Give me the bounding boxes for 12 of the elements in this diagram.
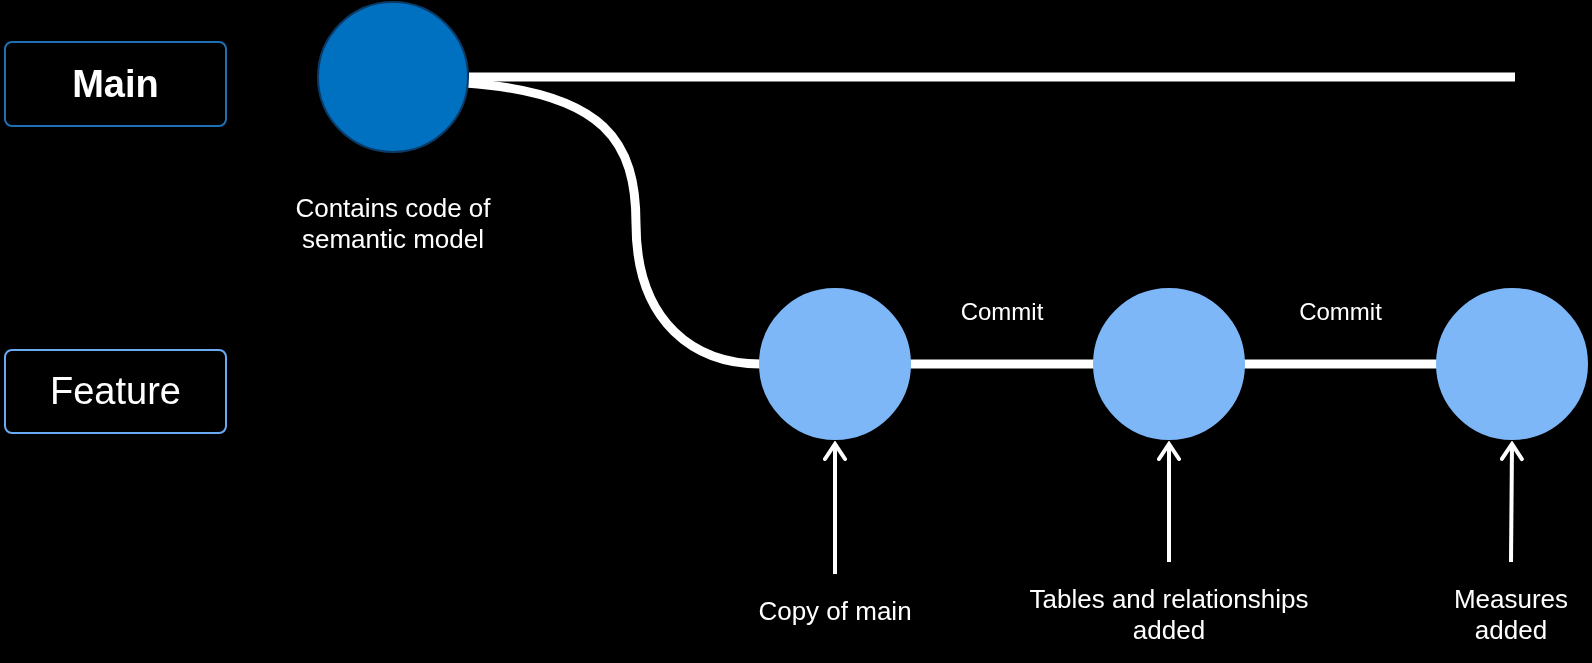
circle-caption: Contains code of semantic model <box>294 193 492 256</box>
branch-line <box>1243 359 1438 369</box>
commit-note: Tables and relationships added <box>1019 584 1319 646</box>
branch-line <box>469 72 1515 82</box>
arrow <box>1499 442 1524 563</box>
branch-label: Feature <box>4 349 227 434</box>
branch-line <box>909 359 1095 369</box>
arrow <box>1157 442 1181 562</box>
commit-note: Measures added <box>1432 584 1590 646</box>
branch-label: Main <box>4 41 227 127</box>
commit-note: Copy of main <box>700 596 970 627</box>
arrow <box>823 442 847 574</box>
